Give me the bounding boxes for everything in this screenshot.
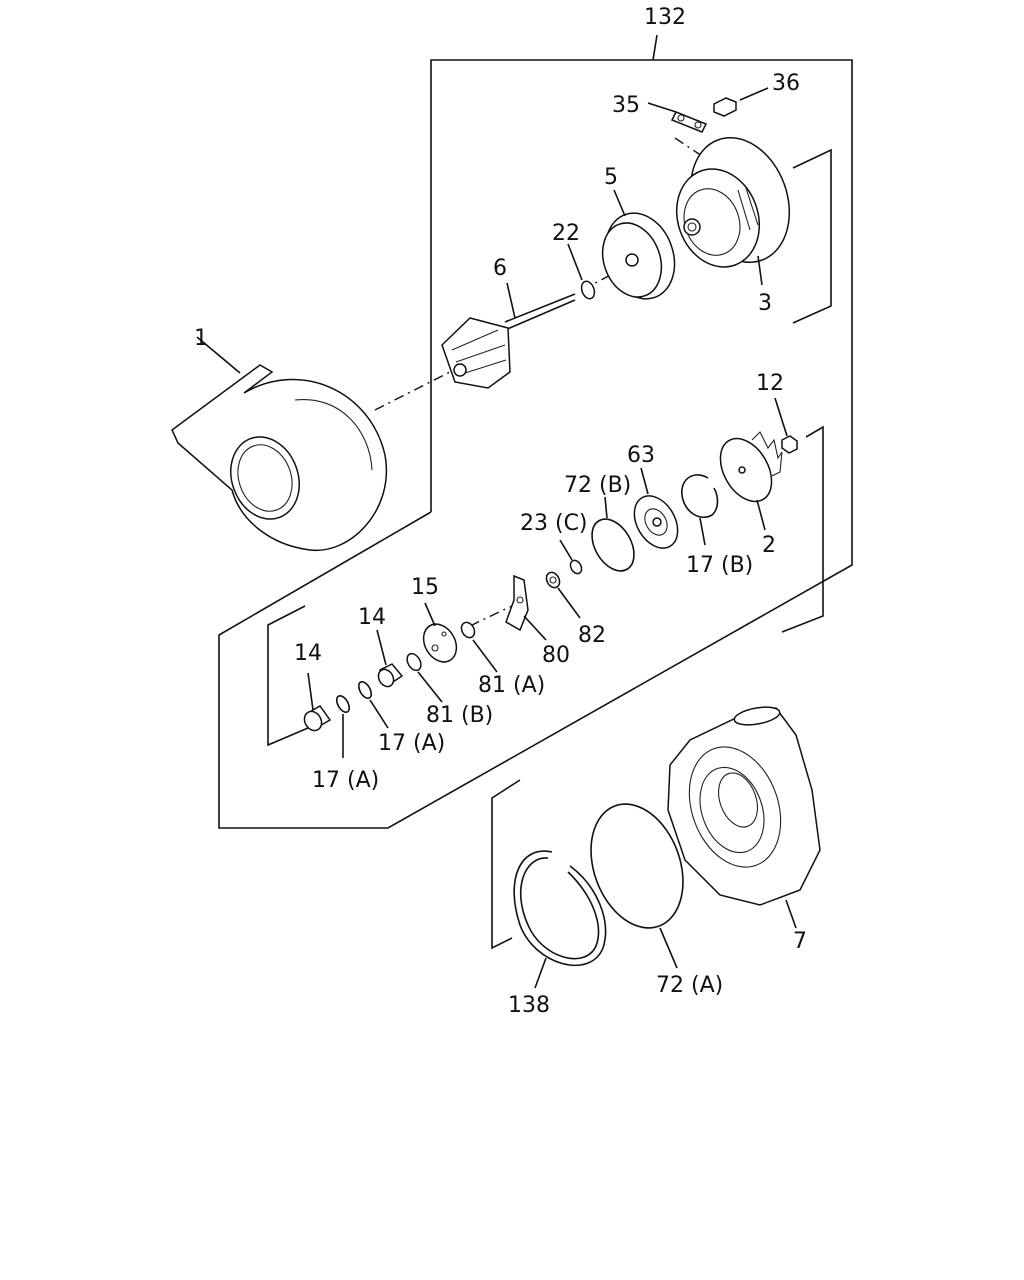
label-22: 22 (552, 221, 580, 246)
label-72b: 72 (B) (564, 473, 631, 498)
label-6: 6 (493, 256, 507, 281)
label-14-upper: 14 (358, 605, 386, 630)
label-3: 3 (758, 291, 772, 316)
washer-part-81b (406, 652, 443, 703)
label-35: 35 (612, 93, 640, 118)
thrust-bearing-part-63 (633, 467, 679, 549)
label-14-lower: 14 (294, 641, 322, 666)
label-81a: 81 (A) (478, 673, 545, 698)
snap-ring-part-17a-lower (335, 695, 351, 758)
lock-plate-part-35 (647, 102, 708, 133)
plate-part-5 (601, 189, 676, 300)
label-138: 138 (508, 993, 550, 1018)
ring-part-22 (567, 243, 596, 300)
label-132: 132 (644, 5, 686, 30)
snap-ring-part-17a-upper (357, 681, 389, 729)
compressor-housing-part-7 (667, 706, 821, 929)
bracket-2 (781, 425, 824, 633)
label-17b: 17 (B) (686, 553, 753, 578)
compressor-wheel-part-2 (719, 431, 783, 531)
label-17a-lower: 17 (A) (312, 768, 379, 793)
assembly-132-outline (218, 34, 853, 829)
turbine-housing-part-1 (171, 336, 388, 552)
label-17a-upper: 17 (A) (378, 731, 445, 756)
part-labels: 132 36 35 5 22 6 3 1 12 63 72 (B) 23 (C)… (194, 5, 807, 1018)
oil-deflector-part-80 (505, 574, 547, 641)
bearing-part-14b (303, 672, 332, 732)
label-23c: 23 (C) (520, 511, 588, 536)
label-1: 1 (194, 326, 208, 351)
turbine-wheel-shaft-part-6 (441, 282, 576, 389)
label-82: 82 (578, 623, 606, 648)
label-80: 80 (542, 643, 570, 668)
washer-part-81a (460, 621, 498, 673)
label-2: 2 (762, 533, 776, 558)
bearing-part-14a (376, 629, 404, 688)
seal-ring-part-23c (559, 539, 583, 575)
bearing-housing-part-3 (675, 136, 791, 286)
label-72a: 72 (A) (656, 973, 723, 998)
label-7: 7 (793, 929, 807, 954)
assembly-axis-line (374, 137, 721, 627)
label-81b: 81 (B) (426, 703, 493, 728)
label-63: 63 (627, 443, 655, 468)
o-ring-part-72a (590, 803, 684, 969)
bracket-14 (267, 605, 309, 747)
bracket-138 (491, 779, 521, 950)
nut-part-12 (774, 397, 798, 454)
o-ring-part-72b (591, 496, 635, 572)
snap-ring-part-138 (513, 850, 607, 989)
label-36: 36 (772, 71, 800, 96)
thrust-plate-part-15 (422, 602, 458, 663)
snap-ring-part-17b (681, 474, 719, 546)
label-15: 15 (411, 575, 439, 600)
bolt-part-36 (713, 87, 769, 117)
sleeve-part-82 (545, 571, 581, 619)
bracket-3 (792, 148, 832, 324)
label-12: 12 (756, 371, 784, 396)
label-5: 5 (604, 165, 618, 190)
